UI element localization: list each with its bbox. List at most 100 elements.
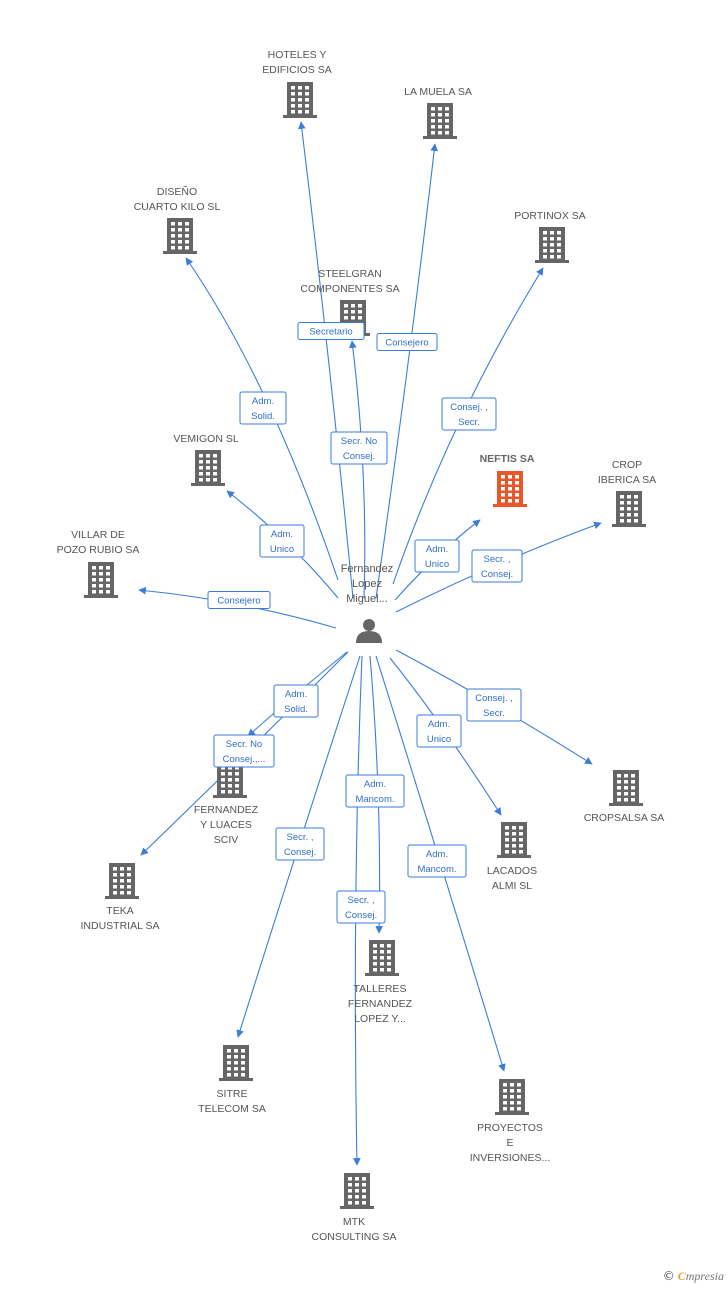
company-node-lacados[interactable]: LACADOS ALMI SL: [487, 822, 537, 892]
company-name: VEMIGON SL: [173, 433, 239, 445]
company-name: ALMI SL: [492, 880, 532, 892]
building-icon: [423, 103, 457, 139]
edge-label-villar[interactable]: Consejero: [207, 591, 271, 609]
company-name: LACADOS: [487, 865, 537, 877]
edge-label-text: Adm.: [271, 529, 293, 540]
edge-label-text: Adm.: [364, 779, 386, 790]
edge-label-text: Secr.: [458, 417, 480, 428]
company-name: FERNANDEZ: [194, 804, 259, 816]
edge-label-text: Adm.: [426, 849, 448, 860]
building-icon: [283, 82, 317, 118]
company-node-portinox[interactable]: PORTINOX SA: [514, 210, 586, 263]
edge-label-vemigon[interactable]: Adm. Unico: [259, 524, 305, 558]
company-name: NEFTIS SA: [480, 453, 535, 465]
company-name: TEKA: [106, 905, 133, 917]
copyright-symbol: ©: [662, 1269, 675, 1283]
edge-label-text: Adm.: [428, 719, 450, 730]
company-name: MTK: [343, 1216, 365, 1228]
company-name: SITRE: [217, 1088, 248, 1100]
building-icon: [497, 822, 531, 858]
edge-label-text: Secr. No: [226, 739, 262, 750]
edge-label-mtk[interactable]: Adm. Mancom.: [345, 774, 405, 808]
edge-label-text: Mancom.: [417, 864, 456, 875]
edge-label-text: Consej. ,: [450, 402, 488, 413]
company-node-crop[interactable]: CROP IBERICA SA: [598, 459, 656, 527]
person-name: Fernandez: [341, 563, 394, 575]
edge-label-text: Mancom.: [355, 794, 394, 805]
edge-label-text: Consej.: [345, 910, 377, 921]
edge-label-portinox[interactable]: Consej. , Secr.: [441, 397, 497, 431]
company-name: IBERICA SA: [598, 474, 656, 486]
company-node-cropsalsa[interactable]: CROPSALSA SA: [584, 770, 665, 824]
person-node[interactable]: FernandezLopezMiguel...: [341, 563, 394, 643]
company-name: Y LUACES: [200, 819, 252, 831]
edge-label-text: Secr. No: [341, 436, 377, 447]
building-icon: [365, 940, 399, 976]
edge-label-text: Unico: [270, 544, 294, 555]
edge-label-steelgran[interactable]: Secr. No Consej.: [330, 431, 388, 465]
edge-label-talleres[interactable]: Secr. , Consej.: [336, 890, 386, 924]
brand-name: mpresia: [685, 1269, 724, 1283]
empresia-footer[interactable]: ©Cmpresia: [663, 1269, 724, 1284]
edge-label-diseno[interactable]: Adm. Solid.: [239, 391, 287, 425]
edge-label-hoteles[interactable]: Secretario: [297, 322, 365, 340]
edge-label-text: Consej.: [481, 569, 513, 580]
edge-label-text: Consej.: [343, 451, 375, 462]
company-node-neftis[interactable]: NEFTIS SA: [480, 453, 535, 507]
company-node-vemigon[interactable]: VEMIGON SL: [173, 433, 239, 486]
company-node-talleres[interactable]: TALLERES FERNANDEZ LOPEZ Y...: [348, 940, 413, 1025]
company-name: TALLERES: [354, 983, 407, 995]
company-node-hoteles[interactable]: HOTELES Y EDIFICIOS SA: [262, 49, 332, 118]
edge-label-proyectos[interactable]: Adm. Mancom.: [407, 844, 467, 878]
edge-label-text: Adm.: [252, 396, 274, 407]
edge-label-teka[interactable]: Adm.Solid.: [273, 684, 319, 718]
edge-label-text: Secr. ,: [484, 554, 511, 565]
company-node-lamuela[interactable]: LA MUELA SA: [404, 86, 472, 139]
edge-label-neftis[interactable]: Adm.Unico: [414, 539, 460, 573]
company-name: INVERSIONES...: [470, 1152, 551, 1164]
company-name: PROYECTOS: [477, 1122, 543, 1134]
person-icon: [356, 619, 382, 643]
person-name: Miguel...: [346, 593, 388, 605]
company-name: SCIV: [214, 834, 239, 846]
edge-label-text: Secr. ,: [348, 895, 375, 906]
edge-label-text: Solid.: [251, 411, 275, 422]
building-icon: [612, 491, 646, 527]
edge-label-sitre[interactable]: Secr. , Consej.: [275, 827, 325, 861]
brand-initial: C: [677, 1269, 686, 1283]
company-node-sitre[interactable]: SITRE TELECOM SA: [198, 1045, 266, 1115]
company-name: CUARTO KILO SL: [134, 201, 221, 213]
company-name: INDUSTRIAL SA: [81, 920, 160, 932]
building-icon: [495, 1079, 529, 1115]
edge-line-steelgran: [349, 340, 366, 599]
company-name: CROP: [612, 459, 642, 471]
building-icon: [163, 218, 197, 254]
company-node-fluaces[interactable]: FERNANDEZ Y LUACES SCIV: [194, 762, 259, 846]
edge-label-crop[interactable]: Secr. , Consej.: [471, 549, 523, 583]
company-name: EDIFICIOS SA: [262, 64, 331, 76]
edge-label-text: Consej.,...: [223, 754, 266, 765]
edge-label-text: Consej.: [284, 847, 316, 858]
edge-label-lamuela[interactable]: Consejero: [376, 333, 438, 351]
edge-label-lacados[interactable]: Adm. Unico: [416, 714, 462, 748]
building-icon: [84, 562, 118, 598]
company-name: HOTELES Y: [268, 49, 327, 61]
edge-label-text: Adm.: [426, 544, 448, 555]
edge-label-cropsalsa[interactable]: Consej. ,Secr.: [466, 688, 522, 722]
building-icon: [105, 863, 139, 899]
company-node-proyectos[interactable]: PROYECTOSEINVERSIONES...: [470, 1079, 551, 1164]
company-name: LOPEZ Y...: [354, 1013, 406, 1025]
edge-label-text: Secr. ,: [287, 832, 314, 843]
edge-label-text: Consejero: [385, 338, 428, 349]
edge-label-fluaces[interactable]: Secr. No Consej.,...: [213, 734, 275, 768]
company-name: POZO RUBIO SA: [57, 544, 140, 556]
edge-label-text: Unico: [427, 734, 451, 745]
company-name: FERNANDEZ: [348, 998, 413, 1010]
building-icon: [219, 1045, 253, 1081]
company-name: TELECOM SA: [198, 1103, 266, 1115]
company-node-teka[interactable]: TEKA INDUSTRIAL SA: [81, 863, 160, 932]
